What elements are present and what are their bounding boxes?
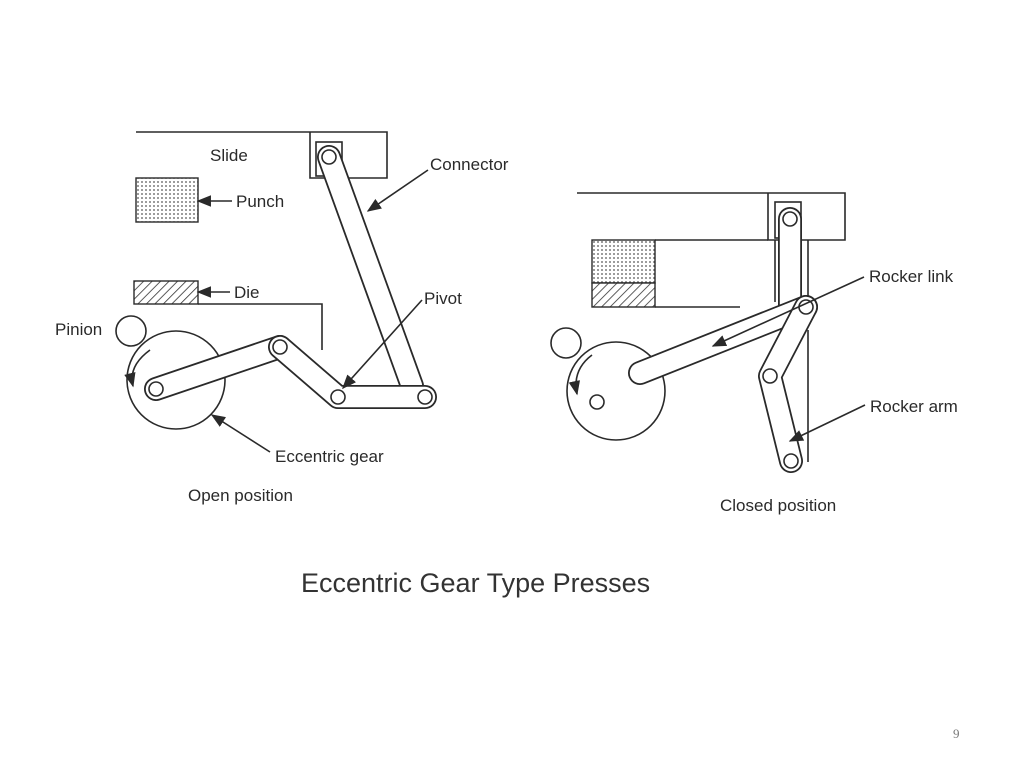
label-connector: Connector xyxy=(430,155,509,174)
closed-pinion xyxy=(550,327,582,359)
label-pinion: Pinion xyxy=(55,320,102,339)
caption-closed-position: Closed position xyxy=(720,496,836,515)
label-eccentric-gear: Eccentric gear xyxy=(275,447,384,466)
rocker-middle-pin xyxy=(762,368,778,384)
connector-link xyxy=(318,146,423,397)
open-slide xyxy=(136,131,388,179)
rotation-arrow-open xyxy=(124,349,151,388)
label-die: Die xyxy=(234,283,260,302)
label-pivot: Pivot xyxy=(424,289,462,308)
connector-arrow xyxy=(366,169,429,212)
rocker-arm-arrow xyxy=(788,404,866,442)
open-punch xyxy=(135,177,199,223)
closed-punch xyxy=(591,239,656,284)
open-die xyxy=(133,280,199,305)
crank-end-pin xyxy=(272,339,288,355)
crank-arm xyxy=(145,336,291,400)
open-position-diagram: Slide Punch Die Pinion Connector Pivot E xyxy=(55,131,509,505)
crank-pin xyxy=(148,381,164,397)
eccentric-gear-arrow xyxy=(210,414,271,453)
connector-top-pin xyxy=(321,149,337,165)
label-rocker-arm: Rocker arm xyxy=(870,397,958,416)
label-rocker-link: Rocker link xyxy=(869,267,954,286)
closed-die xyxy=(591,282,656,308)
die-support-line xyxy=(198,303,323,350)
page-number: 9 xyxy=(953,726,960,741)
rocker-link-arrow xyxy=(711,276,865,347)
closed-gear-pin xyxy=(589,394,605,410)
caption-open-position: Open position xyxy=(188,486,293,505)
rotation-arrow-closed xyxy=(568,354,593,396)
open-pinion xyxy=(115,315,147,347)
link-end-pin xyxy=(417,389,433,405)
rocker-bottom-pin xyxy=(783,453,799,469)
label-punch: Punch xyxy=(236,192,284,211)
label-slide: Slide xyxy=(210,146,248,165)
closed-connector-top-pin xyxy=(782,211,798,227)
closed-position-diagram: Rocker link Rocker arm Closed position xyxy=(550,192,958,515)
pivot-pin xyxy=(330,389,346,405)
pivot-arrow xyxy=(342,299,423,390)
figure-title: Eccentric Gear Type Presses xyxy=(301,568,650,598)
